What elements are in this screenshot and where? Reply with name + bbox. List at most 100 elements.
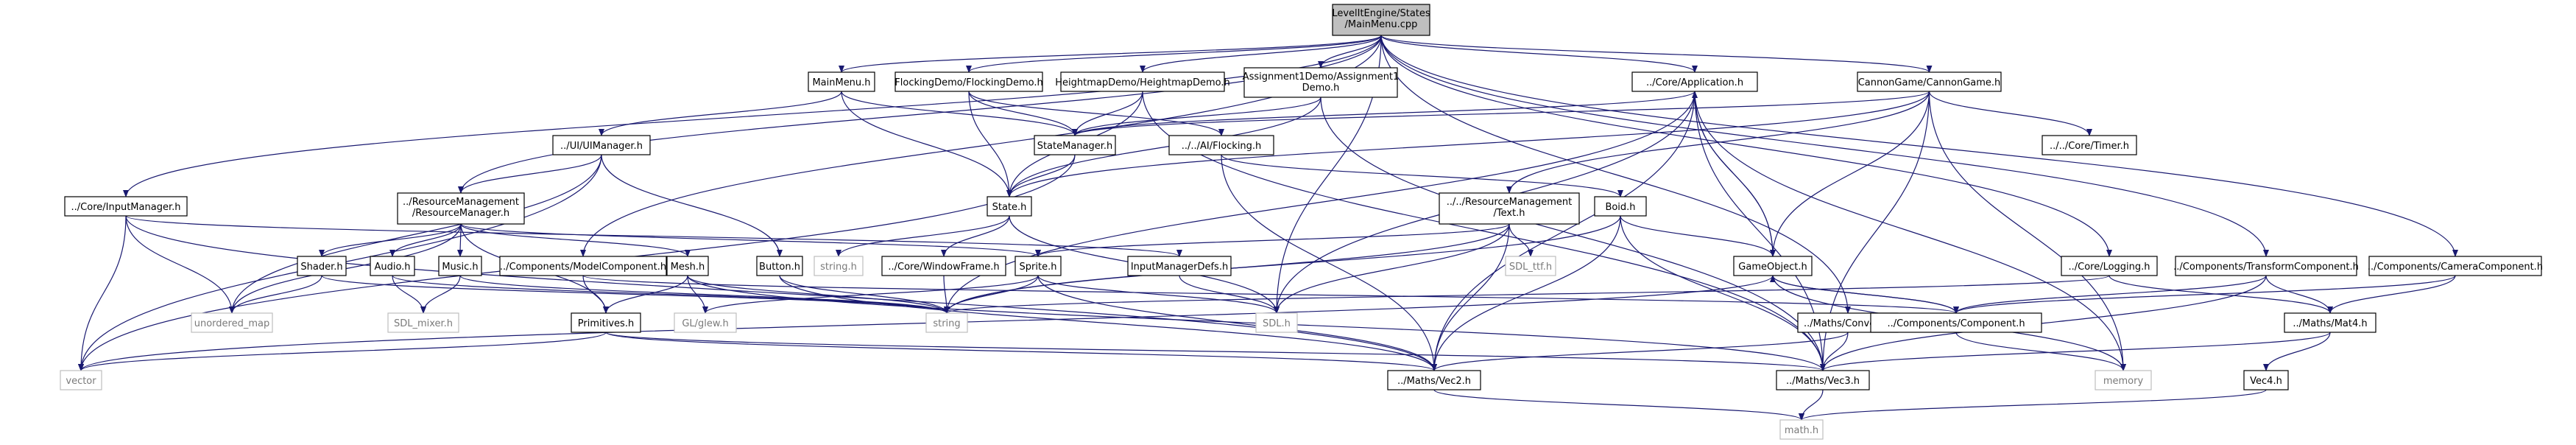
edge-path bbox=[687, 275, 1826, 371]
edge-path bbox=[1006, 154, 1076, 197]
edge-path bbox=[123, 35, 1382, 197]
node-box bbox=[1243, 67, 1398, 98]
edge-path bbox=[1140, 35, 1382, 73]
node-core-logging[interactable]: ../Core/Logging.h bbox=[2061, 256, 2158, 276]
node-ai-flocking[interactable]: ../../AI/Flocking.h bbox=[1168, 135, 1274, 155]
edge-components_component-to-gameobject_h bbox=[1770, 275, 1957, 314]
node-transform-component[interactable]: ../Components/TransformComponent.h bbox=[2173, 256, 2359, 276]
edge-root-to-core_application bbox=[1380, 35, 1698, 73]
node-flocking-demo[interactable]: FlockingDemo/FlockingDemo.h bbox=[894, 71, 1043, 92]
node-vec4-h[interactable]: Vec4.h bbox=[2243, 370, 2289, 390]
node-label: string.h bbox=[820, 262, 857, 273]
edge-path bbox=[1799, 389, 2267, 421]
node-audio-h[interactable]: Audio.h bbox=[370, 256, 415, 276]
node-label: Music.h bbox=[442, 262, 478, 273]
node-resource-manager[interactable]: ../ResourceManagement/ResourceManager.h bbox=[397, 192, 525, 225]
node-gameobject-h[interactable]: GameObject.h bbox=[1733, 256, 1813, 276]
node-box bbox=[2368, 256, 2542, 276]
edge-path bbox=[968, 91, 1012, 197]
edge-path bbox=[1820, 332, 1849, 371]
edge-cannongame-to-state_manager bbox=[1072, 91, 1930, 136]
node-components-component[interactable]: ../Components/Component.h bbox=[1870, 312, 2042, 333]
edge-core_application-to-string_std bbox=[944, 91, 1695, 314]
node-maths-mat4[interactable]: ../Maths/Mat4.h bbox=[2284, 312, 2376, 333]
edge-core_input-to-input_defs bbox=[125, 215, 1182, 257]
node-box bbox=[1594, 196, 1647, 217]
node-box bbox=[1255, 312, 1298, 333]
node-state-manager[interactable]: StateManager.h bbox=[1034, 135, 1116, 155]
edge-ai_flocking-to-maths_vec2 bbox=[1221, 154, 1437, 371]
edge-path bbox=[1380, 35, 2458, 257]
edge-path bbox=[321, 275, 950, 314]
edge-ui_manager-to-button_h bbox=[601, 154, 783, 257]
edge-path bbox=[1072, 91, 1695, 136]
node-box bbox=[1505, 256, 1556, 276]
node-label: ../Core/Logging.h bbox=[2068, 262, 2150, 273]
edge-path bbox=[1770, 91, 1930, 257]
edge-primitives_h-to-vector_ext bbox=[78, 332, 607, 371]
node-cannongame[interactable]: CannonGame/CannonGame.h bbox=[1857, 71, 2002, 92]
node-maths-vec3[interactable]: ../Maths/Vec3.h bbox=[1776, 370, 1870, 390]
node-box bbox=[1127, 256, 1232, 276]
edge-mainmenu_h-to-state_manager bbox=[841, 91, 1078, 136]
node-box bbox=[1168, 135, 1274, 155]
edge-path bbox=[944, 275, 2110, 314]
node-model-component[interactable]: ../Components/ModelComponent.h bbox=[499, 256, 667, 276]
node-heightmap-demo[interactable]: HeightmapDemo/HeightmapDemo.h bbox=[1055, 71, 1230, 92]
edge-path bbox=[458, 35, 1382, 194]
node-label: ../../ResourceManagement bbox=[1447, 197, 1573, 208]
node-unordered-map: unordered_map bbox=[191, 312, 273, 333]
node-core-timer[interactable]: ../../Core/Timer.h bbox=[2042, 135, 2137, 155]
edge-path bbox=[1274, 223, 1510, 314]
node-core-input[interactable]: ../Core/InputManager.h bbox=[64, 196, 188, 217]
node-root: LevelItEngine/States/MainMenu.cpp bbox=[1332, 4, 1430, 36]
edge-music_h-to-string_std bbox=[459, 275, 950, 314]
node-sprite-h[interactable]: Sprite.h bbox=[1014, 256, 1062, 276]
edge-heightmap_demo-to-state_manager bbox=[1072, 91, 1143, 136]
node-text-h[interactable]: ../../ResourceManagement/Text.h bbox=[1439, 192, 1580, 225]
node-mesh-h[interactable]: Mesh.h bbox=[666, 256, 709, 276]
edge-sprite_h-to-string_std bbox=[944, 275, 1039, 314]
edge-maths_convert-to-maths_vec2 bbox=[1431, 332, 1849, 371]
node-label: ../Components/CameraComponent.h bbox=[2368, 262, 2543, 273]
node-label: ../Components/ModelComponent.h bbox=[500, 262, 666, 273]
node-assignment1-demo[interactable]: Assignment1Demo/Assignment1Demo.h bbox=[1243, 67, 1400, 98]
edge-core_application-to-memory_ext bbox=[1694, 91, 2126, 371]
edge-path bbox=[839, 35, 1382, 73]
edge-shader_h-to-unordered_map bbox=[229, 275, 322, 314]
edge-path bbox=[125, 215, 1182, 257]
node-label: GL/glew.h bbox=[682, 318, 728, 329]
edge-boid_h-to-maths_vec3 bbox=[1620, 215, 1826, 371]
node-label: ../Components/Component.h bbox=[1887, 318, 2025, 329]
node-box bbox=[1034, 135, 1116, 155]
node-core-application[interactable]: ../Core/Application.h bbox=[1631, 71, 1758, 92]
node-mainmenu-h[interactable]: MainMenu.h bbox=[808, 71, 875, 92]
edge-components_component-to-memory_ext bbox=[1955, 332, 2126, 371]
node-state-h[interactable]: State.h bbox=[987, 196, 1032, 217]
node-label: Shader.h bbox=[300, 262, 342, 273]
edge-path bbox=[1431, 215, 1621, 371]
edge-path bbox=[1953, 275, 2456, 314]
node-input-defs[interactable]: InputManagerDefs.h bbox=[1127, 256, 1232, 276]
node-ui-manager[interactable]: ../UI/UIManager.h bbox=[552, 135, 651, 155]
node-boid-h[interactable]: Boid.h bbox=[1594, 196, 1647, 217]
node-shader-h[interactable]: Shader.h bbox=[297, 256, 347, 276]
edge-path bbox=[125, 215, 235, 314]
edge-shader_h-to-string_std bbox=[321, 275, 950, 314]
edge-path bbox=[2109, 275, 2333, 314]
edge-mesh_h-to-string_std bbox=[687, 275, 950, 314]
node-music-h[interactable]: Music.h bbox=[438, 256, 482, 276]
edge-core_application-to-state_manager bbox=[1072, 91, 1695, 136]
edge-path bbox=[1694, 91, 2126, 371]
node-box bbox=[1631, 71, 1758, 92]
edge-assignment1_demo-to-maths_vec3 bbox=[1320, 97, 1826, 371]
node-maths-vec2[interactable]: ../Maths/Vec2.h bbox=[1387, 370, 1481, 390]
edge-flocking_demo-to-state_manager bbox=[968, 91, 1078, 136]
edges-layer bbox=[78, 35, 2458, 421]
node-button-h[interactable]: Button.h bbox=[756, 256, 803, 276]
node-camera-component[interactable]: ../Components/CameraComponent.h bbox=[2368, 256, 2543, 276]
node-window-frame[interactable]: ../Core/WindowFrame.h bbox=[881, 256, 1006, 276]
edge-root-to-flocking_demo bbox=[966, 35, 1382, 73]
edge-path bbox=[420, 275, 461, 314]
node-primitives-h[interactable]: Primitives.h bbox=[571, 312, 641, 333]
